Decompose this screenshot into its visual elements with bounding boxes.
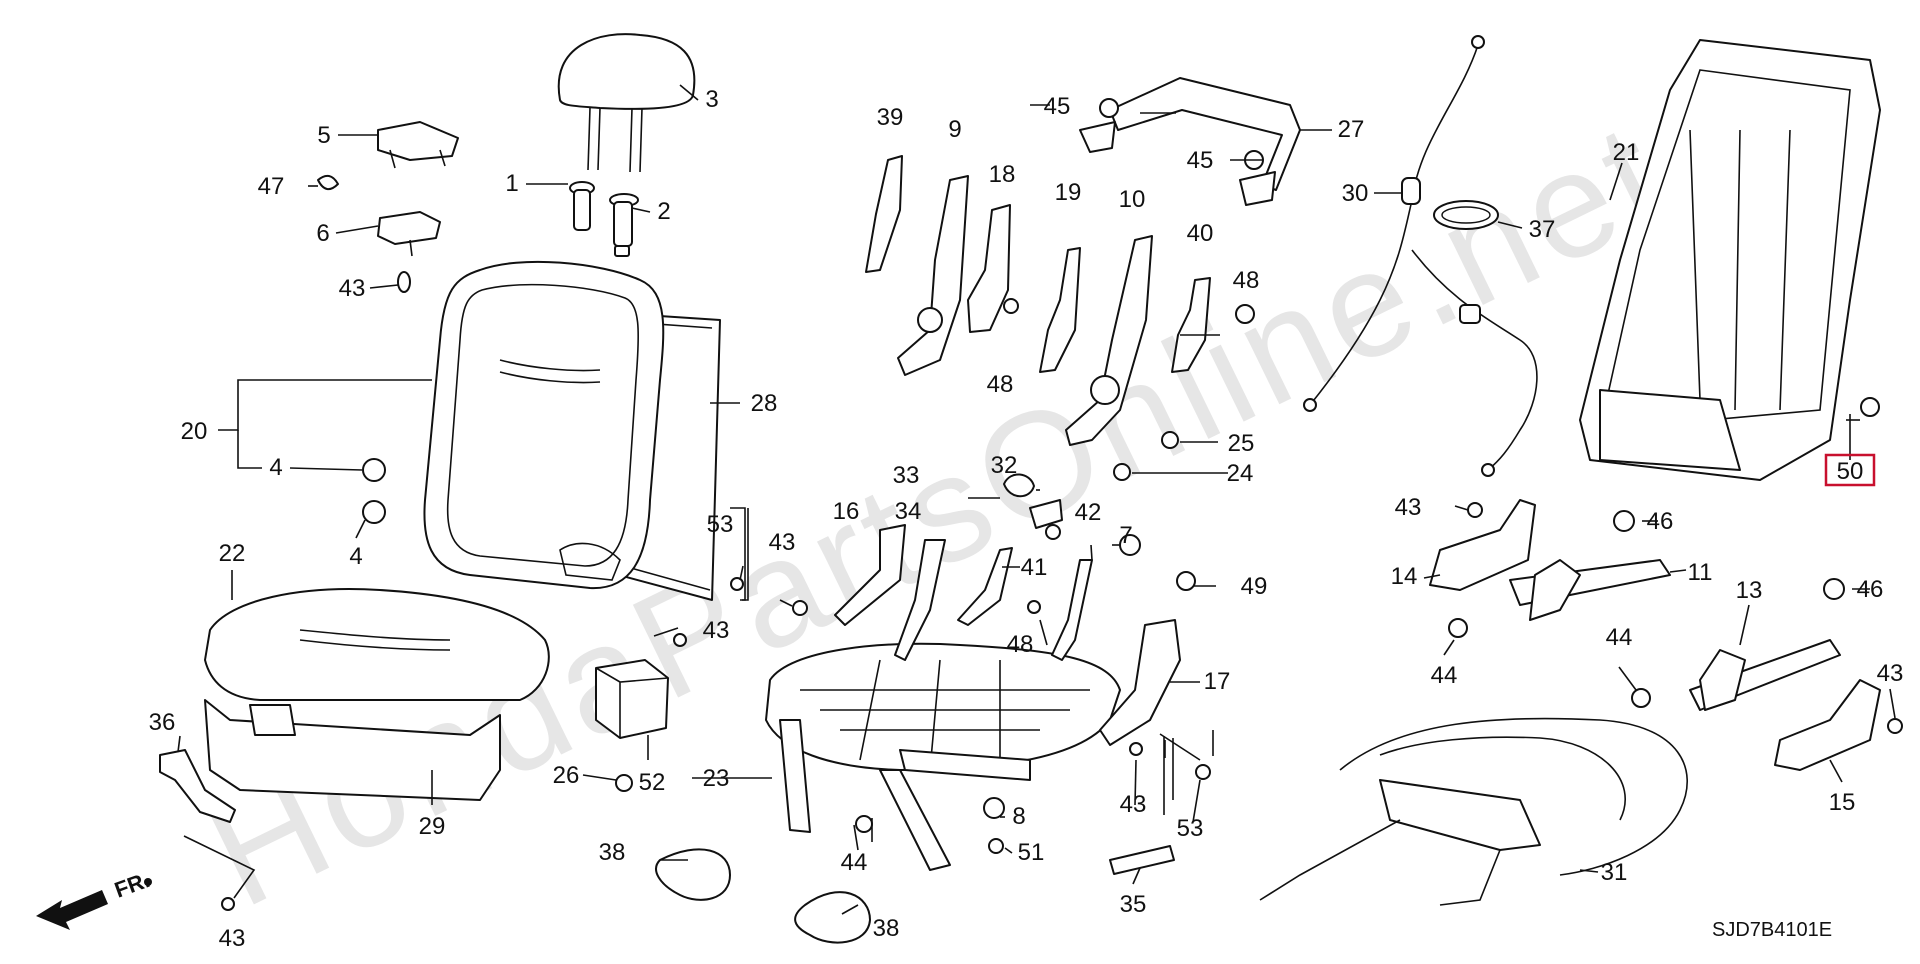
bracket-36-drawing [159,749,236,823]
callout-43b[interactable]: 43 [769,529,796,556]
callout-7[interactable]: 7 [1119,522,1132,549]
callout-23[interactable]: 23 [703,765,730,792]
callout-11[interactable]: 11 [1688,559,1713,586]
callout-15[interactable]: 15 [1829,789,1856,816]
callout-43a[interactable]: 43 [339,275,366,302]
seatback-frame-drawing [1579,39,1881,481]
pad-38-drawing [655,848,871,944]
lever-arms-drawing [834,473,1093,661]
callout-13[interactable]: 13 [1736,577,1763,604]
callout-46b[interactable]: 46 [1857,576,1884,603]
callout-38b[interactable]: 38 [873,915,900,942]
callout-30[interactable]: 30 [1342,180,1369,207]
callout-53b[interactable]: 53 [1177,815,1204,842]
callout-46a[interactable]: 46 [1647,508,1674,535]
callout-19[interactable]: 19 [1055,179,1082,206]
callout-5[interactable]: 5 [317,122,330,149]
callout-22[interactable]: 22 [219,540,246,567]
callout-47[interactable]: 47 [258,173,285,200]
callout-10[interactable]: 10 [1119,186,1146,213]
seat-cushion-drawing [204,588,550,801]
headrest-drawing [557,33,696,173]
fasteners-drawing [221,98,1903,911]
callout-35[interactable]: 35 [1120,891,1147,918]
bracket-14-drawing [1429,499,1536,591]
callout-38a[interactable]: 38 [599,839,626,866]
callout-43e[interactable]: 43 [1395,494,1422,521]
diagram-code: SJD7B4101E [1712,919,1832,941]
callout-4a[interactable]: 4 [269,454,282,481]
bracket-15-drawing [1774,679,1881,771]
callout-43g[interactable]: 43 [219,925,246,952]
callout-50-highlight-box [1824,453,1876,487]
bracket-marks [740,508,1165,815]
callout-43f[interactable]: 43 [1877,660,1904,687]
callout-49[interactable]: 49 [1241,573,1268,600]
callout-31[interactable]: 31 [1601,859,1628,886]
callout-52[interactable]: 52 [639,769,666,796]
callout-48a[interactable]: 48 [1233,267,1260,294]
callout-32[interactable]: 32 [991,452,1018,479]
callout-1[interactable]: 1 [505,170,518,197]
part-drawings [36,33,1903,944]
callout-8[interactable]: 8 [1012,803,1025,830]
clip-37-drawing [1433,200,1499,230]
callout-45b[interactable]: 45 [1187,147,1214,174]
callout-51[interactable]: 51 [1018,839,1045,866]
callout-37[interactable]: 37 [1529,216,1556,243]
handle-27-drawing [1079,77,1301,206]
callout-9[interactable]: 9 [948,116,961,143]
callout-43c[interactable]: 43 [703,617,730,644]
front-arrow-icon [36,878,152,930]
callout-48c[interactable]: 48 [1007,631,1034,658]
callout-21[interactable]: 21 [1613,139,1640,166]
callout-labels: 1 2 3 4 4 5 6 7 8 9 10 11 13 14 15 16 17… [149,86,1904,952]
callout-45a[interactable]: 45 [1044,93,1071,120]
rod-35-drawing [1109,845,1175,875]
callout-3[interactable]: 3 [705,86,718,113]
leader-lines [177,84,1896,915]
seat-frame-drawing [765,642,1121,871]
callout-20[interactable]: 20 [181,418,208,445]
headrest-guides-drawing [569,181,639,257]
callout-17[interactable]: 17 [1204,668,1231,695]
callout-14[interactable]: 14 [1391,563,1418,590]
callout-40[interactable]: 40 [1187,220,1214,247]
callout-26[interactable]: 26 [553,762,580,789]
callout-39[interactable]: 39 [877,104,904,131]
callout-48b[interactable]: 48 [987,371,1014,398]
callout-24[interactable]: 24 [1227,460,1254,487]
recliner-brackets-drawing [865,155,1211,446]
callout-43d[interactable]: 43 [1120,791,1147,818]
callout-6[interactable]: 6 [316,220,329,247]
module-52-drawing [595,659,669,739]
callout-18[interactable]: 18 [989,161,1016,188]
callout-44b[interactable]: 44 [1606,624,1633,651]
callout-25[interactable]: 25 [1228,430,1255,457]
callout-33[interactable]: 33 [893,462,920,489]
callout-2[interactable]: 2 [657,198,670,225]
callout-28[interactable]: 28 [751,390,778,417]
callout-44a[interactable]: 44 [1431,662,1458,689]
cable-30-drawing [1303,35,1538,477]
callout-27[interactable]: 27 [1338,116,1365,143]
callout-34[interactable]: 34 [895,498,922,525]
callout-53a[interactable]: 53 [707,511,734,538]
callout-44c[interactable]: 44 [841,849,868,876]
floor-cable-drawing [1259,717,1688,906]
callout-16[interactable]: 16 [833,498,860,525]
callout-41[interactable]: 41 [1021,554,1048,581]
callout-36[interactable]: 36 [149,709,176,736]
seatback-drawing [423,260,721,601]
callout-4b[interactable]: 4 [349,543,362,570]
callout-29[interactable]: 29 [419,813,446,840]
seat-tracks-drawing [1509,559,1841,711]
front-label: FR. [111,867,153,903]
cover-17-drawing [1099,619,1181,746]
callout-50[interactable]: 50 [1837,458,1864,485]
callout-42[interactable]: 42 [1075,499,1102,526]
small-covers-drawing [317,121,459,293]
